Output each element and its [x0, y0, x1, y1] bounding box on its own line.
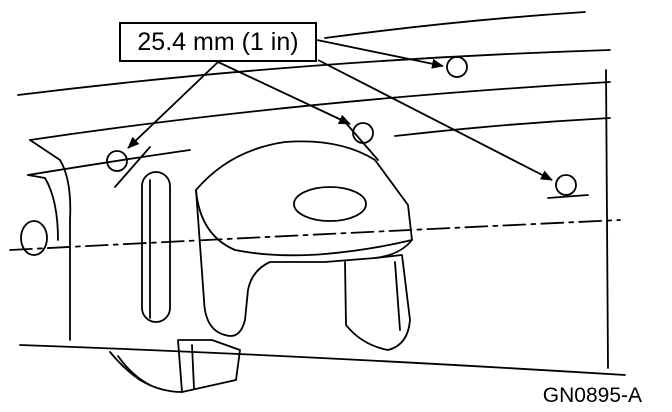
lower-tab-inner [191, 344, 195, 389]
lower-tab-base [109, 351, 183, 393]
vertical-slot [141, 171, 171, 323]
hole-marker-left [106, 150, 128, 172]
hole-marker-right [555, 174, 577, 196]
lower-tab [177, 339, 241, 393]
frame-mid-edge [27, 149, 191, 176]
figure-id: GN0895-A [542, 384, 642, 407]
bracket-outline [195, 140, 413, 337]
frame-left-end [29, 139, 72, 341]
tick-center [344, 121, 379, 161]
leader-line-right [317, 59, 553, 181]
bracket-top-face [195, 189, 413, 257]
frame-top-edge [324, 11, 586, 39]
frame-upper-edge-2 [29, 81, 611, 141]
frame-upper-edge [17, 49, 611, 96]
bracket-right-leg-inner [394, 261, 401, 331]
frame-right-edge [605, 69, 609, 369]
leader-line-center [217, 61, 351, 125]
dimension-label: 25.4 mm (1 in) [137, 27, 299, 56]
dimension-callout: 25.4 mm (1 in) [119, 22, 317, 62]
frame-mid-edge-right [394, 117, 611, 137]
tick-right [547, 194, 589, 199]
rail-center-line [9, 219, 621, 251]
lower-tab-base-2 [117, 355, 151, 386]
frame-bottom-edge [19, 344, 626, 376]
bracket-right-leg [344, 254, 411, 351]
tick-left [114, 146, 151, 188]
left-oval-hole [20, 220, 48, 256]
bracket-hole [293, 186, 367, 222]
leader-line-top [316, 39, 444, 69]
hole-marker-center [352, 122, 374, 144]
leader-line-left [127, 61, 219, 149]
hole-marker-top [446, 56, 468, 78]
frame-left-end-inner [27, 174, 59, 241]
